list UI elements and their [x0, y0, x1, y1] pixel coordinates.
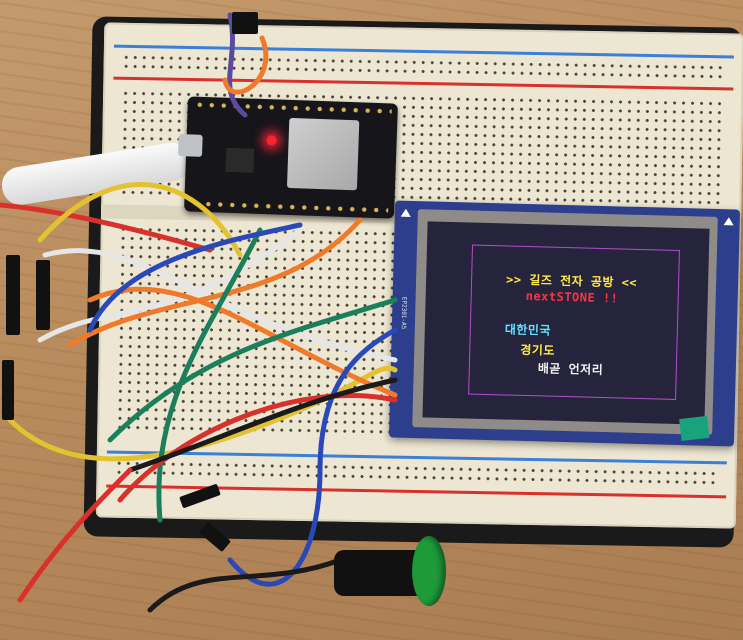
push-button-housing [334, 550, 426, 596]
wire-orange-top [222, 35, 269, 95]
wire-yellow [37, 182, 243, 258]
wire-white [42, 248, 398, 363]
wire-blue-long [227, 327, 398, 587]
wire-blue [87, 222, 303, 333]
wire-white-2 [37, 227, 303, 343]
wire-red-left [0, 202, 213, 253]
wire-orange [87, 286, 398, 398]
wire-green-2 [156, 227, 263, 523]
wire-red-corner [17, 467, 133, 603]
wire-green [107, 297, 398, 443]
wire-yellow-long [7, 365, 398, 462]
wire-black [127, 377, 398, 473]
dupont-connectors [2, 12, 258, 552]
push-button-cap[interactable] [412, 536, 446, 606]
wire-red-bottom [117, 393, 398, 503]
wire-orange-2 [67, 217, 363, 348]
push-button[interactable] [334, 536, 446, 606]
wire-black-button [147, 557, 343, 613]
